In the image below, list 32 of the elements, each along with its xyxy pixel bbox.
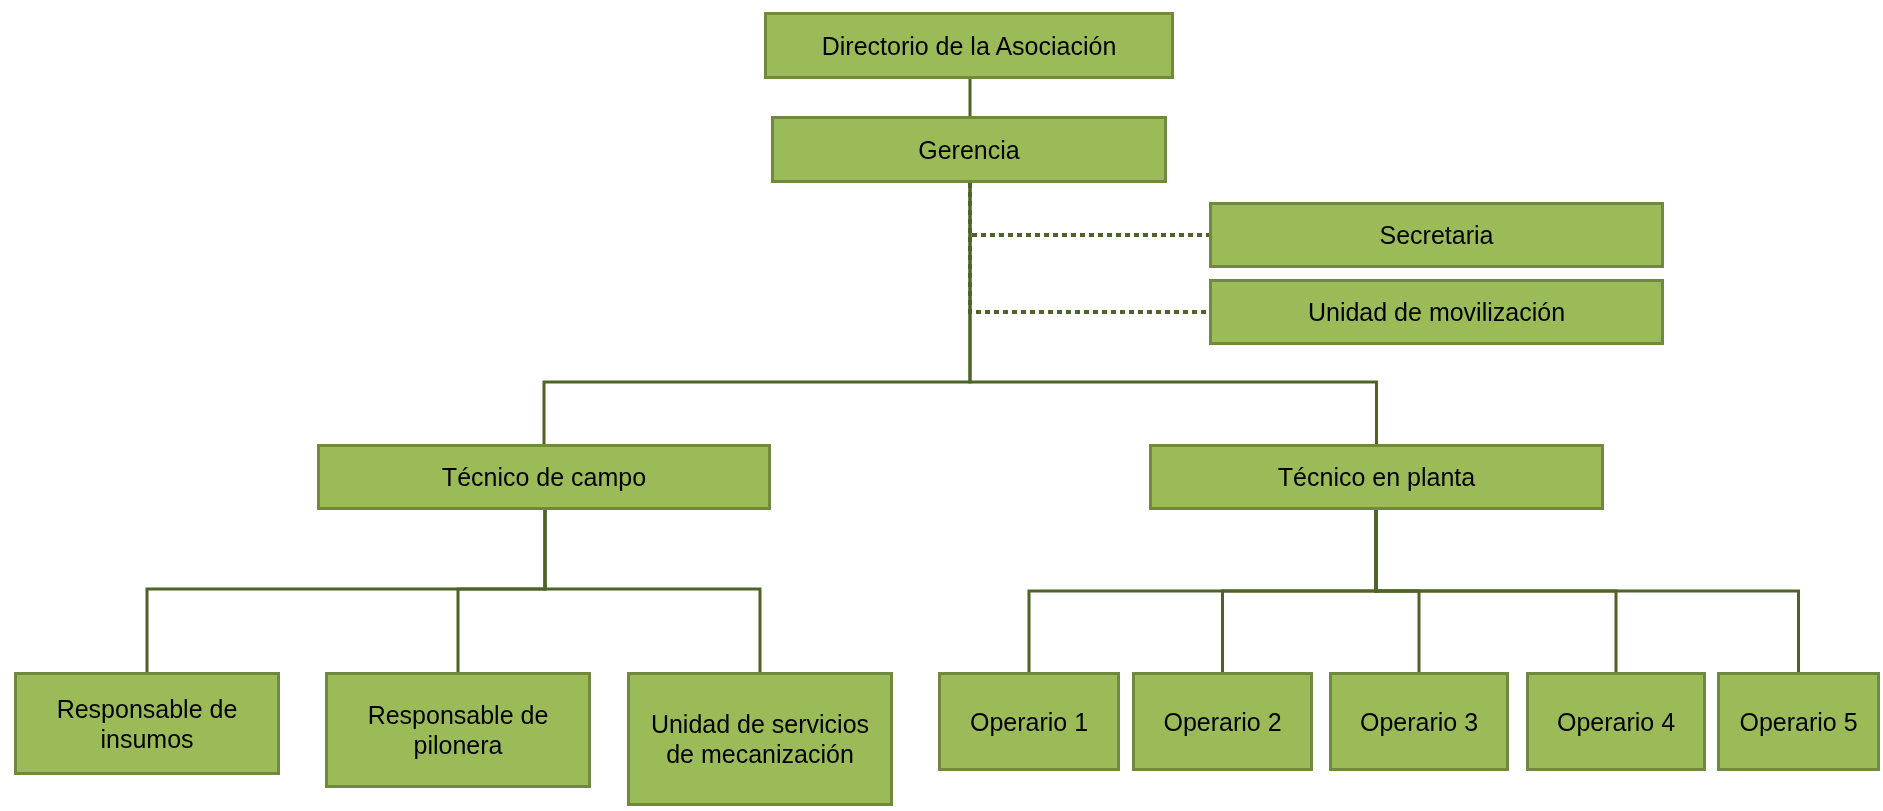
org-chart-box (1209, 202, 1664, 268)
position-title: Técnico en planta (1277, 462, 1476, 492)
connector-line (1374, 510, 1800, 672)
org-chart-box (627, 672, 893, 806)
position-title: Gerencia (918, 134, 1020, 165)
position-title: Unidad de servicios de mecanización (649, 709, 871, 769)
org-chart-box (938, 672, 1120, 771)
position-title: Operario 2 (1163, 706, 1282, 737)
org-chart-box (14, 672, 280, 775)
position-title: Técnico de campo (441, 462, 647, 492)
position-title: Operario 5 (1739, 706, 1858, 737)
org-chart-box (1717, 672, 1880, 771)
position-title: Operario 1 (969, 706, 1089, 737)
org-chart-box (1526, 672, 1706, 771)
position-title: Operario 3 (1359, 706, 1479, 737)
org-chart-box (771, 116, 1167, 183)
position-title: Secretaria (1379, 220, 1494, 250)
position-title: Responsable de insumos (55, 693, 239, 754)
dotted-connector (968, 183, 1209, 314)
position-title: Directorio de la Asociación (821, 30, 1117, 61)
org-chart-box (1209, 279, 1664, 345)
connector-line (968, 79, 972, 116)
org-chart-box (317, 444, 771, 510)
position-title: Unidad de movilización (1307, 297, 1566, 327)
position-title: Operario 4 (1556, 706, 1676, 737)
org-chart-box (325, 672, 591, 788)
org-chart-box (1329, 672, 1509, 771)
position-title: Responsable de pilonera (366, 700, 550, 760)
org-chart-box (1149, 444, 1604, 510)
connector-line (543, 510, 762, 672)
org-chart-box (1132, 672, 1313, 771)
org-chart-box (764, 12, 1174, 79)
